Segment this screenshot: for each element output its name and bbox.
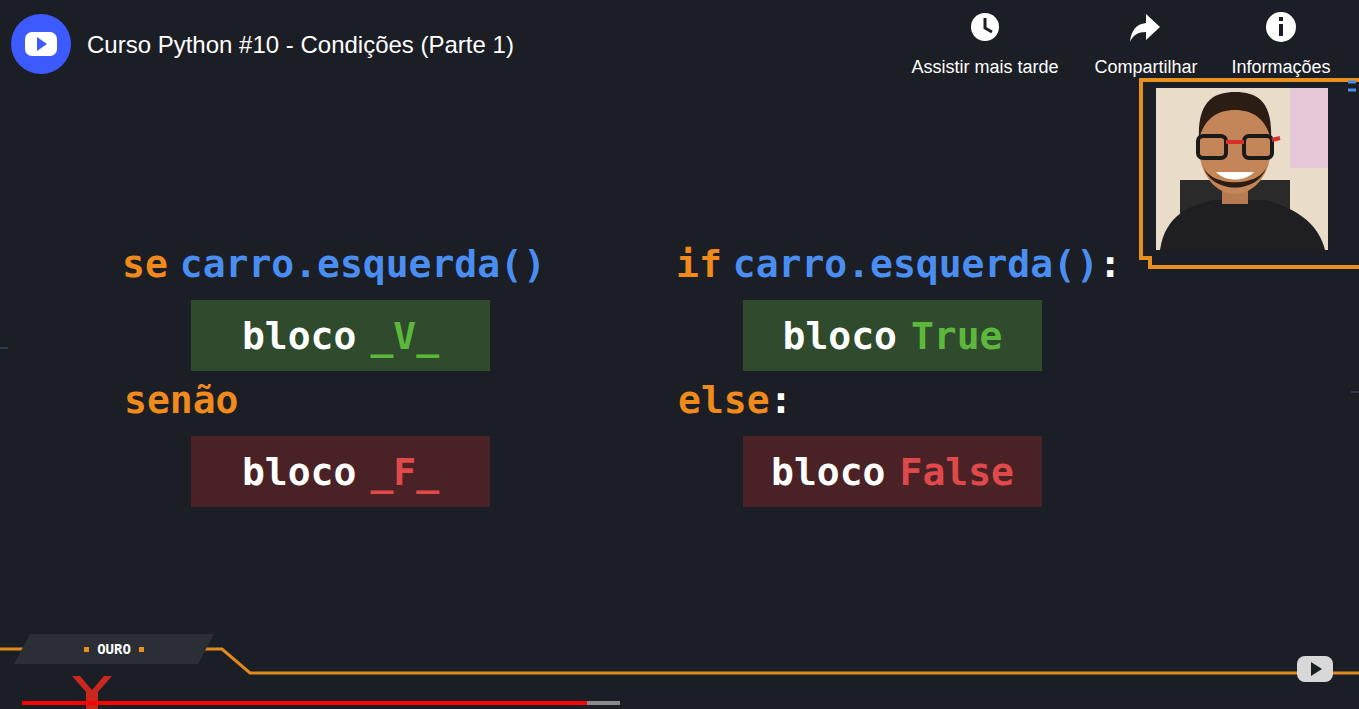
node-content: bloco _F_ (242, 450, 439, 494)
channel-logo (11, 14, 71, 74)
code-token: : (770, 379, 793, 421)
node-text: bloco (783, 314, 897, 358)
share-icon (1130, 14, 1160, 42)
node-text: _V_ (370, 314, 439, 358)
node-content: bloco _V_ (242, 314, 439, 358)
code-token: carro.esquerda() (180, 243, 546, 285)
code-line: else: (678, 379, 792, 421)
code-token: senão (124, 379, 238, 421)
node-text: False (900, 450, 1014, 494)
code-line: se carro.esquerda() (122, 243, 546, 285)
webcam-frame (1141, 80, 1359, 267)
youtube-logo (1297, 656, 1333, 682)
false-block: bloco False (743, 436, 1042, 507)
tag-dot (139, 647, 144, 652)
true-block: bloco True (743, 300, 1042, 371)
button-label: Informações (1231, 56, 1330, 78)
false-block: bloco _F_ (191, 436, 490, 507)
node-text: bloco (242, 314, 356, 358)
webcam-photo (1156, 88, 1328, 250)
button-label: Compartilhar (1094, 56, 1197, 78)
node-content: bloco False (771, 450, 1014, 494)
node-content: OURO (84, 640, 144, 658)
tag-dot (84, 647, 89, 652)
youtube-logo-play (1311, 662, 1322, 676)
tag-shape-fill (14, 634, 214, 664)
code-token: : (1099, 243, 1122, 285)
info-icon (1266, 12, 1296, 42)
webcam-frame-mark (1348, 82, 1356, 90)
progress-played (22, 701, 587, 705)
video-title: Curso Python #10 - Condições (Parte 1) (87, 29, 514, 61)
code-token: if (676, 243, 722, 285)
node-text: bloco (771, 450, 885, 494)
channel-logo-triangle (37, 37, 47, 51)
button-label: Assistir mais tarde (911, 56, 1058, 78)
code-line: senão (124, 379, 238, 421)
node-text: _F_ (370, 450, 439, 494)
node-text: True (911, 314, 1003, 358)
clock-hands (985, 18, 992, 32)
clock-icon (971, 13, 999, 41)
code-token: se (122, 243, 168, 285)
progress-buffered (587, 701, 620, 705)
node-content: bloco True (783, 314, 1003, 358)
code-line: if carro.esquerda(): (676, 243, 1122, 285)
code-token: carro.esquerda() (733, 243, 1099, 285)
node-text: bloco (242, 450, 356, 494)
tier-tag: OURO (14, 634, 214, 664)
true-block: bloco _V_ (191, 300, 490, 371)
info-icon-dot (1279, 17, 1283, 21)
code-token: else (678, 379, 770, 421)
node-text: OURO (97, 640, 131, 658)
info-icon-bar (1279, 24, 1283, 36)
channel-logo-play (25, 32, 57, 56)
